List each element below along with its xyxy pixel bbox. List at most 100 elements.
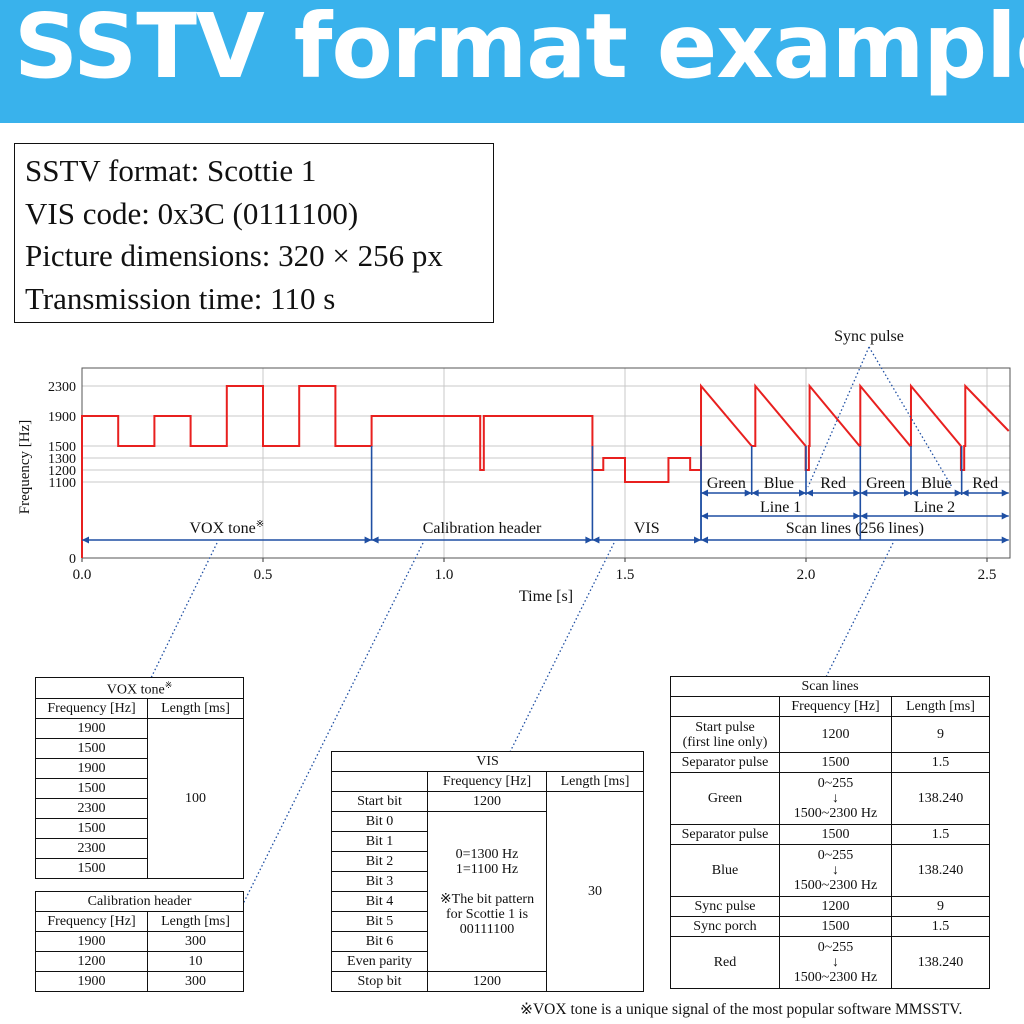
- grid-lines: [81, 368, 1010, 558]
- channel-span-label: Red: [820, 475, 846, 492]
- section-span-arrow-left: [592, 536, 600, 544]
- vox-header-frequency: Frequency [Hz]: [35, 697, 148, 719]
- x-tick-label: 2.0: [797, 567, 816, 583]
- scan-row-freq: 1500: [779, 824, 892, 845]
- vis-header-length: Length [ms]: [545, 771, 645, 792]
- cal-freq-cell: 1900: [35, 931, 148, 952]
- vox-header-length: Length [ms]: [146, 697, 245, 719]
- cal-freq-cell: 1900: [35, 971, 148, 992]
- title-banner: SSTV format example: [0, 0, 1024, 123]
- scan-row-length: 138.240: [890, 772, 991, 825]
- x-tick-label: 2.5: [978, 567, 997, 583]
- dimensions-line: Picture dimensions: 320 × 256 px: [25, 238, 443, 273]
- frequency-series: [81, 383, 1010, 558]
- scan-row-freq: 1500: [779, 916, 892, 937]
- frequency-trace: [81, 383, 1010, 558]
- scan-row-name: Separator pulse: [670, 752, 780, 773]
- y-tick-label: 1200: [48, 464, 76, 479]
- y-tick-label: 0: [69, 552, 76, 567]
- section-span-label: VIS: [634, 520, 660, 537]
- section-span-arrow-left: [82, 536, 89, 544]
- scan-row-name: Green: [670, 772, 780, 825]
- connector-line: [825, 542, 894, 678]
- scan-row-name: Sync pulse: [670, 896, 780, 917]
- vis-bit-label: Bit 6: [331, 931, 428, 952]
- line-span-arrow-left: [701, 512, 709, 520]
- channel-span-arrow-right: [799, 489, 806, 497]
- channel-span-label: Blue: [921, 475, 951, 492]
- section-span-label: Calibration header: [423, 520, 542, 537]
- scan-lines-table: Scan lines Frequency [Hz]Length [ms] Sta…: [669, 676, 991, 989]
- channel-span-arrow-right: [744, 489, 752, 497]
- line-span-label: Line 1: [760, 499, 801, 516]
- format-info-box: SSTV format: Scottie 1 VIS code: 0x3C (0…: [14, 143, 494, 323]
- scan-header-length: Length [ms]: [890, 696, 991, 717]
- vox-table-title: VOX tone※: [34, 677, 245, 699]
- x-axis-label: Time [s]: [519, 588, 573, 605]
- scan-row-length: 138.240: [890, 844, 991, 897]
- scan-row-length: 9: [890, 896, 991, 917]
- channel-span-label: Green: [707, 475, 746, 492]
- y-tick-label: 1300: [48, 452, 76, 467]
- scan-row-name: Red: [670, 936, 780, 989]
- connector-line: [150, 542, 218, 679]
- transmission-time-line: Transmission time: 110 s: [25, 280, 336, 316]
- scan-row-freq: 0~255 ↓ 1500~2300 Hz: [779, 844, 892, 897]
- scan-row-length: 1.5: [890, 752, 991, 773]
- vis-code-line: VIS code: 0x3C (0111100): [25, 195, 359, 231]
- vox-freq-cell: 1900: [35, 717, 148, 739]
- cal-header-frequency: Frequency [Hz]: [35, 911, 148, 932]
- section-span-arrow-right: [364, 536, 372, 544]
- vox-freq-cell: 1900: [35, 757, 148, 779]
- vox-title-text: VOX tone: [106, 682, 165, 698]
- y-tick-label: 1500: [48, 440, 76, 455]
- scan-header-empty: [670, 696, 780, 717]
- scan-row-freq: 1200: [779, 896, 892, 917]
- cal-table-title: Calibration header: [34, 891, 245, 912]
- section-span-arrow-left: [701, 536, 709, 544]
- vis-start-bit: Start bit: [331, 791, 428, 812]
- scan-row-length: 138.240: [890, 936, 991, 989]
- vox-freq-cell: 1500: [35, 857, 148, 879]
- vox-tone-table: VOX tone※ Frequency [Hz]Length [ms] 1900…: [34, 677, 245, 879]
- footnote: ※VOX tone is a unique signal of the most…: [520, 1001, 963, 1018]
- scan-row-name: Blue: [670, 844, 780, 897]
- vis-bit-label: Bit 1: [331, 831, 428, 852]
- scan-row-length: 1.5: [890, 916, 991, 937]
- channel-span-arrow-right: [853, 489, 861, 497]
- vis-bit-label: Bit 3: [331, 871, 428, 892]
- channel-span-arrow-left: [751, 489, 759, 497]
- channel-span-arrow-left: [860, 489, 868, 497]
- vis-header-empty: [331, 771, 428, 792]
- section-span-mark: ※: [256, 519, 264, 530]
- scan-row-name: Separator pulse: [670, 824, 780, 845]
- scan-row-length: 9: [890, 716, 991, 753]
- connector-line: [807, 346, 870, 488]
- vis-length-cell: 30: [545, 791, 645, 992]
- channel-span-arrow-left: [806, 489, 813, 497]
- channel-span-arrow-left: [701, 489, 709, 497]
- cal-freq-cell: 1200: [35, 951, 148, 972]
- vis-bit-label: Bit 0: [331, 811, 428, 832]
- vis-start-freq: 1200: [427, 791, 547, 812]
- section-span-arrow-right: [694, 536, 702, 544]
- vox-freq-cell: 1500: [35, 777, 148, 799]
- connector-line: [868, 346, 953, 488]
- scan-row-freq: 0~255 ↓ 1500~2300 Hz: [779, 772, 892, 825]
- channel-span-arrow-right: [954, 489, 962, 497]
- x-tick-label: 0.0: [73, 567, 92, 583]
- y-axis-label: Frequency [Hz]: [17, 420, 33, 515]
- cal-length-cell: 300: [146, 971, 245, 992]
- vis-bit-frequency-note: 0=1300 Hz 1=1100 Hz ※The bit pattern for…: [427, 811, 547, 972]
- channel-span-label: Blue: [764, 475, 794, 492]
- scan-row-name: Start pulse (first line only): [670, 716, 780, 753]
- x-tick-label: 0.5: [254, 567, 273, 583]
- connector-line: [509, 542, 615, 753]
- vis-bit-label: Bit 5: [331, 911, 428, 932]
- section-span-arrow-left: [371, 536, 379, 544]
- section-span-label: Scan lines (256 lines): [786, 520, 924, 537]
- y-tick-label: 2300: [48, 380, 76, 395]
- channel-span-arrow-left: [910, 489, 918, 497]
